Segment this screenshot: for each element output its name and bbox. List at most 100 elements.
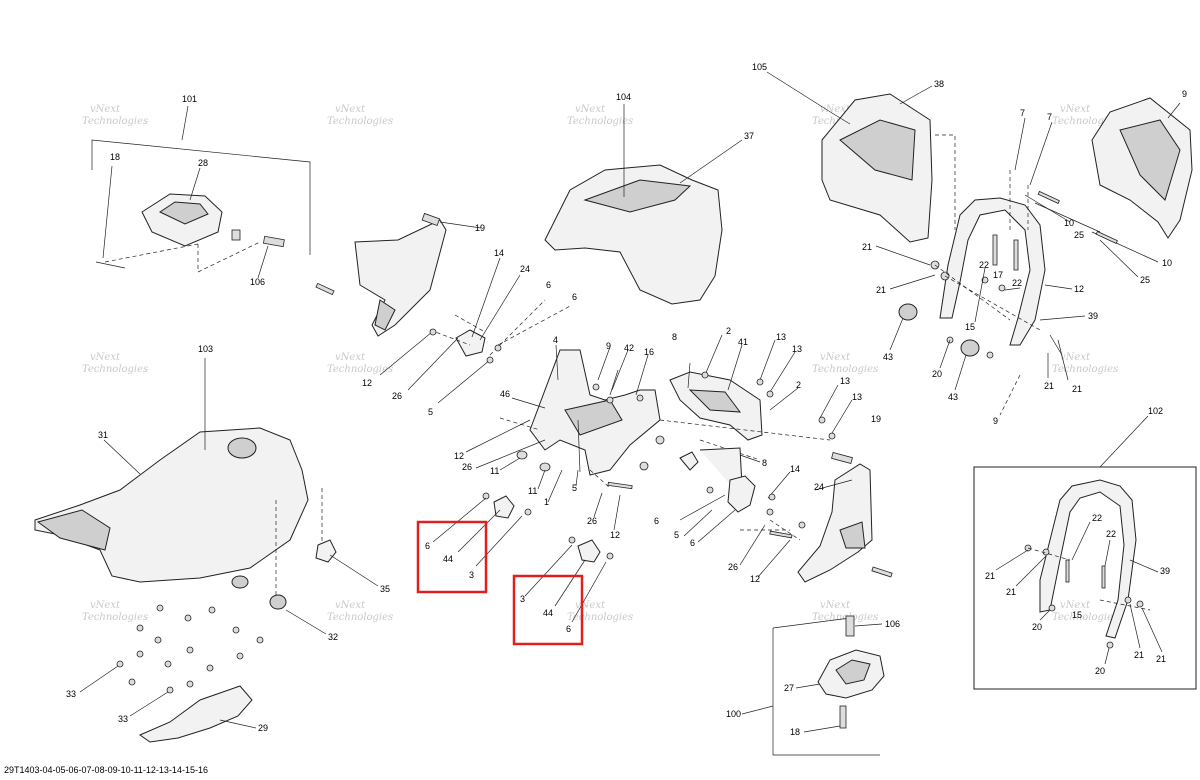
callout-22: 22 — [1106, 529, 1116, 539]
svg-text:Technologies: Technologies — [1052, 116, 1118, 127]
seat-frame-assembly — [379, 257, 853, 578]
callout-12: 12 — [454, 451, 464, 461]
callout-46: 46 — [500, 389, 510, 399]
driver-seat-103 — [34, 358, 379, 743]
callout-16: 16 — [644, 347, 654, 357]
callout-4: 4 — [553, 335, 558, 345]
callout-5: 5 — [428, 407, 433, 417]
callout-9: 9 — [606, 341, 611, 351]
callout-13: 13 — [840, 376, 850, 386]
callout-5: 5 — [674, 530, 679, 540]
svg-text:vNext: vNext — [820, 600, 851, 611]
svg-text:vNext: vNext — [1060, 104, 1091, 115]
callout-3: 3 — [469, 570, 474, 580]
callout-20: 20 — [1095, 666, 1105, 676]
callout-25: 25 — [1074, 230, 1084, 240]
callout-21: 21 — [876, 285, 886, 295]
callout-18: 18 — [790, 727, 800, 737]
svg-text:vNext: vNext — [575, 104, 606, 115]
svg-text:vNext: vNext — [1060, 352, 1091, 363]
callout-33: 33 — [66, 689, 76, 699]
callout-21: 21 — [1044, 381, 1054, 391]
callout-21: 21 — [985, 571, 995, 581]
callout-21: 21 — [862, 242, 872, 252]
rear-cover — [1091, 97, 1193, 239]
callout-13: 13 — [792, 344, 802, 354]
svg-text:vNext: vNext — [335, 352, 366, 363]
callout-12: 12 — [1074, 284, 1084, 294]
side-cover-upper-left — [315, 212, 482, 337]
callout-21: 21 — [1134, 650, 1144, 660]
callout-6: 6 — [425, 541, 430, 551]
callout-12: 12 — [750, 574, 760, 584]
side-cover-lower-right — [797, 452, 893, 583]
callout-6: 6 — [690, 538, 695, 548]
callout-102: 102 — [1148, 406, 1163, 416]
callout-44: 44 — [443, 554, 453, 564]
svg-text:vNext: vNext — [90, 104, 121, 115]
svg-text:vNext: vNext — [575, 600, 606, 611]
callout-14: 14 — [494, 248, 504, 258]
callout-100: 100 — [726, 709, 741, 719]
seat-104 — [544, 104, 743, 305]
callout-21: 21 — [1156, 654, 1166, 664]
callout-26: 26 — [392, 391, 402, 401]
callout-10: 10 — [1064, 218, 1074, 228]
callout-35: 35 — [380, 584, 390, 594]
callout-41: 41 — [738, 337, 748, 347]
callout-22: 22 — [979, 260, 989, 270]
callout-14: 14 — [790, 464, 800, 474]
hinge-part-44-left — [416, 492, 532, 594]
callout-26: 26 — [587, 516, 597, 526]
callout-9: 9 — [993, 416, 998, 426]
callout-37: 37 — [744, 131, 754, 141]
callout-39: 39 — [1088, 311, 1098, 321]
callout-12: 12 — [362, 378, 372, 388]
callout-33: 33 — [118, 714, 128, 724]
callout-12: 12 — [610, 530, 620, 540]
callout-105: 105 — [752, 62, 767, 72]
svg-text:vNext: vNext — [820, 104, 851, 115]
callout-20: 20 — [1032, 622, 1042, 632]
callout-13: 13 — [852, 392, 862, 402]
highlight-box-right — [512, 574, 584, 646]
callout-8: 8 — [672, 332, 677, 342]
callout-5: 5 — [572, 483, 577, 493]
callout-39: 39 — [1160, 566, 1170, 576]
callout-17: 17 — [993, 270, 1003, 280]
callout-6: 6 — [546, 280, 551, 290]
backrest-105 — [766, 71, 956, 243]
callout-32: 32 — [328, 632, 338, 642]
svg-text:Technologies: Technologies — [82, 364, 148, 375]
svg-text:Technologies: Technologies — [1052, 364, 1118, 375]
callout-26: 26 — [728, 562, 738, 572]
callout-101: 101 — [182, 94, 197, 104]
callout-38: 38 — [934, 79, 944, 89]
footrest-assembly-101 — [91, 105, 311, 279]
callout-19: 19 — [871, 414, 881, 424]
callout-43: 43 — [883, 352, 893, 362]
callout-21: 21 — [1072, 384, 1082, 394]
callout-1: 1 — [544, 497, 549, 507]
callout-2: 2 — [796, 380, 801, 390]
highlight-box-left — [416, 520, 488, 594]
callout-43: 43 — [948, 392, 958, 402]
callout-22: 22 — [1012, 278, 1022, 288]
svg-text:vNext: vNext — [90, 352, 121, 363]
callout-6: 6 — [572, 292, 577, 302]
callout-104: 104 — [616, 92, 631, 102]
svg-text:Technologies: Technologies — [82, 612, 148, 623]
svg-text:Technologies: Technologies — [327, 364, 393, 375]
callout-27: 27 — [784, 683, 794, 693]
callout-106: 106 — [885, 619, 900, 629]
callout-3: 3 — [520, 594, 525, 604]
callout-25: 25 — [1140, 275, 1150, 285]
callout-6: 6 — [566, 624, 571, 634]
callout-2: 2 — [726, 326, 731, 336]
callout-9: 9 — [1182, 89, 1187, 99]
callout-7: 7 — [1047, 112, 1052, 122]
svg-text:Technologies: Technologies — [82, 116, 148, 127]
callout-106: 106 — [250, 277, 265, 287]
callout-7: 7 — [1020, 108, 1025, 118]
inset-box-102 — [973, 415, 1197, 690]
